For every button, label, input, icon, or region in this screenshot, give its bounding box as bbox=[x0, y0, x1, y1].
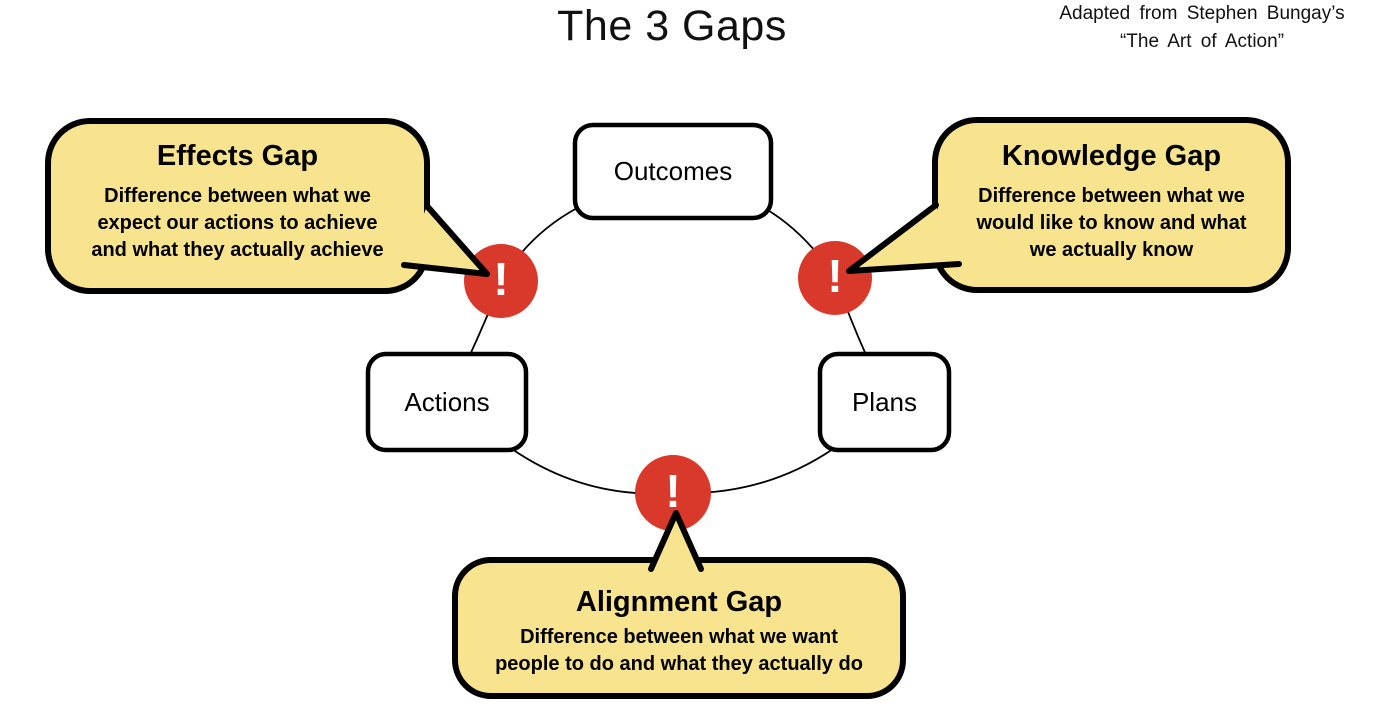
alignment-gap-bubble-tail bbox=[648, 510, 704, 572]
effects-gap-title: Effects Gap bbox=[156, 140, 319, 172]
knowledge-gap-title: Knowledge Gap bbox=[1001, 140, 1222, 172]
knowledge-exclamation-icon: ! bbox=[827, 250, 843, 302]
actions-node-box bbox=[365, 351, 529, 453]
effects-gap-marker-circle bbox=[464, 244, 538, 318]
alignment-gap-description-line: people to do and what they actually do bbox=[495, 653, 863, 675]
effects-gap-description-line: expect our actions to achieve bbox=[97, 212, 378, 234]
knowledge-gap-description: Difference between what we would like to… bbox=[935, 183, 1288, 264]
plans-node-label: Plans bbox=[851, 386, 918, 417]
plans-node-box bbox=[817, 351, 952, 453]
alignment-gap-marker-circle bbox=[635, 455, 711, 531]
alignment-gap-title: Alignment Gap bbox=[575, 586, 783, 618]
actions-node-label: Actions bbox=[404, 386, 490, 417]
attribution-line2: “The Art of Action” bbox=[1119, 31, 1285, 52]
knowledge-gap-bubble-tail bbox=[846, 202, 962, 274]
effects-gap-description: Difference between what we expect our ac… bbox=[48, 183, 427, 264]
knowledge-gap-marker-circle bbox=[798, 241, 872, 315]
cycle-connector-path bbox=[468, 206, 868, 495]
attribution: Adapted from Stephen Bungay’s “The Art o… bbox=[1018, 0, 1386, 56]
alignment-gap-description: Difference between what we want people t… bbox=[455, 624, 903, 678]
knowledge-gap-description-line: Difference between what we bbox=[978, 185, 1245, 207]
attribution-line1: Adapted from Stephen Bungay’s bbox=[1059, 3, 1345, 24]
effects-gap-description-line: and what they actually achieve bbox=[91, 239, 384, 261]
effects-gap-description-line: Difference between what we bbox=[104, 185, 371, 207]
alignment-exclamation-icon: ! bbox=[665, 465, 681, 517]
effects-exclamation-icon: ! bbox=[493, 253, 509, 305]
page-title: The 3 Gaps bbox=[557, 2, 787, 50]
knowledge-gap-description-line: we actually know bbox=[1029, 239, 1194, 261]
knowledge-gap-description-line: would like to know and what bbox=[976, 212, 1247, 234]
outcomes-node-label: Outcomes bbox=[613, 156, 733, 186]
alignment-gap-description-line: Difference between what we want bbox=[520, 626, 838, 648]
outcomes-node-box bbox=[572, 122, 774, 221]
effects-gap-bubble-tail bbox=[401, 203, 490, 277]
